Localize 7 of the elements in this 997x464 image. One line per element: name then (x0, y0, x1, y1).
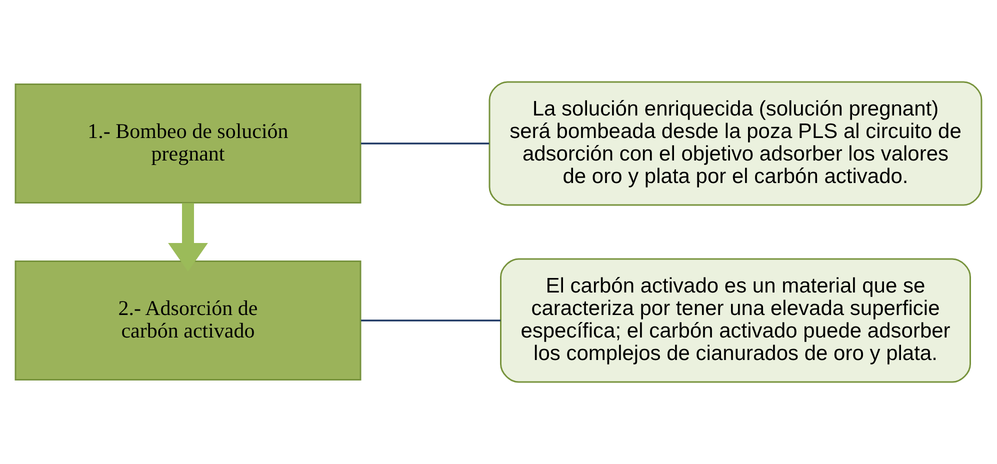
connector (361, 142, 490, 144)
node-box: 2.- Adsorción de carbón activado (14, 260, 362, 380)
node-box: La solución enriquecida (solución pregnant) será bombeada desde la poza PLS al circuito de adsorción con el objetivo adsorber los valores de oro y plata por el carbón activado. (488, 81, 982, 206)
connector (361, 320, 501, 322)
arrow (168, 203, 208, 272)
node-box: 1.- Bombeo de solución pregnant (14, 84, 362, 204)
node-box: El carbón activado es un material que se caracteriza por tener una elevada superficie específica; el carbón activado puede adsorber los complejos de cianurados de oro y plata. (500, 258, 971, 383)
